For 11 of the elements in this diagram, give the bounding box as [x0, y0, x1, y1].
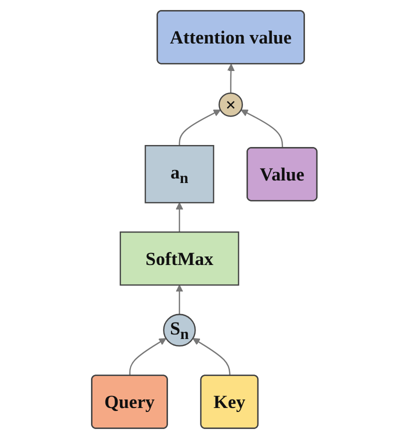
arrow	[175, 284, 183, 314]
node-box: SoftMax	[119, 231, 239, 286]
arrow	[178, 110, 220, 146]
arrow	[240, 110, 283, 148]
node-circle: ×	[218, 92, 243, 117]
arrow	[226, 64, 234, 94]
arrow	[128, 338, 166, 376]
node-circle: S$_{n}$	[162, 314, 196, 347]
arrow	[175, 202, 183, 232]
arrow	[192, 338, 230, 376]
node-box: a$_{n}$	[144, 145, 214, 204]
